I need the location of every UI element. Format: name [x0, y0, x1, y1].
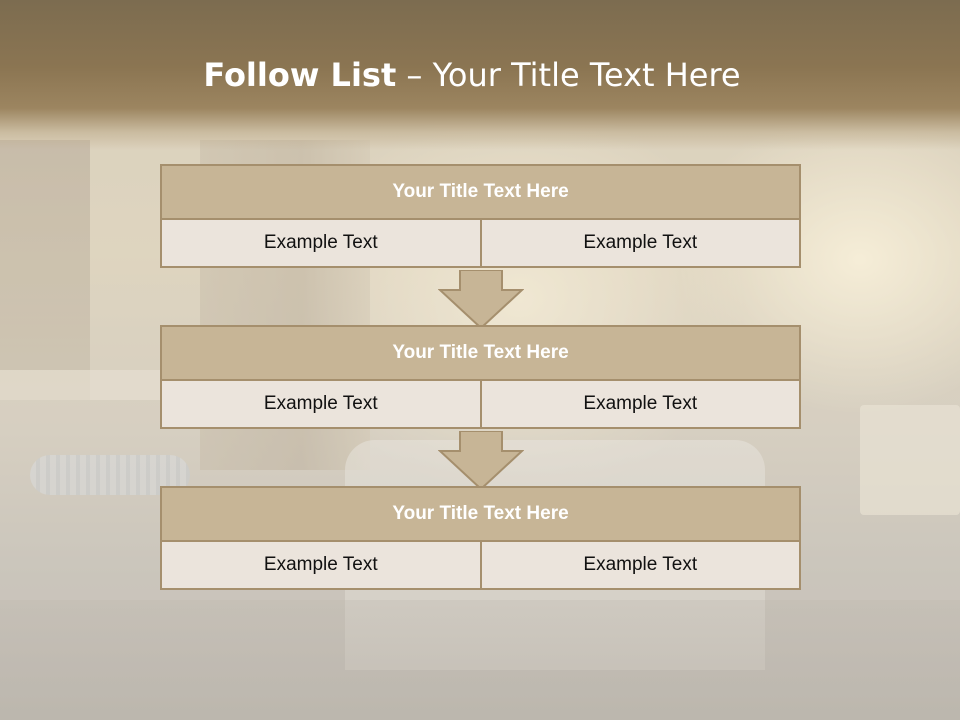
block-row: Example Text Example Text — [160, 218, 801, 268]
block-title: Your Title Text Here — [160, 486, 801, 542]
background-desk — [0, 370, 160, 400]
block-cell-right: Example Text — [479, 379, 801, 429]
block-row: Example Text Example Text — [160, 540, 801, 590]
slide-title-bold: Follow List — [203, 56, 397, 94]
block-title: Your Title Text Here — [160, 325, 801, 381]
down-arrow-icon — [438, 431, 524, 491]
background-floor — [0, 600, 960, 720]
down-arrow-icon — [438, 270, 524, 330]
background-brick-wall — [0, 140, 90, 400]
background-nightstand — [860, 405, 960, 515]
block-cell-left: Example Text — [160, 379, 482, 429]
slide-title-rest: – Your Title Text Here — [396, 56, 741, 94]
block-cell-left: Example Text — [160, 540, 482, 590]
block-title: Your Title Text Here — [160, 164, 801, 220]
slide-title: Follow List – Your Title Text Here — [0, 52, 944, 98]
block-cell-right: Example Text — [479, 218, 801, 268]
block-cell-left: Example Text — [160, 218, 482, 268]
list-block-3: Your Title Text Here Example Text Exampl… — [160, 486, 801, 590]
list-block-1: Your Title Text Here Example Text Exampl… — [160, 164, 801, 268]
block-cell-right: Example Text — [479, 540, 801, 590]
block-row: Example Text Example Text — [160, 379, 801, 429]
title-bar — [0, 0, 960, 150]
list-block-2: Your Title Text Here Example Text Exampl… — [160, 325, 801, 429]
